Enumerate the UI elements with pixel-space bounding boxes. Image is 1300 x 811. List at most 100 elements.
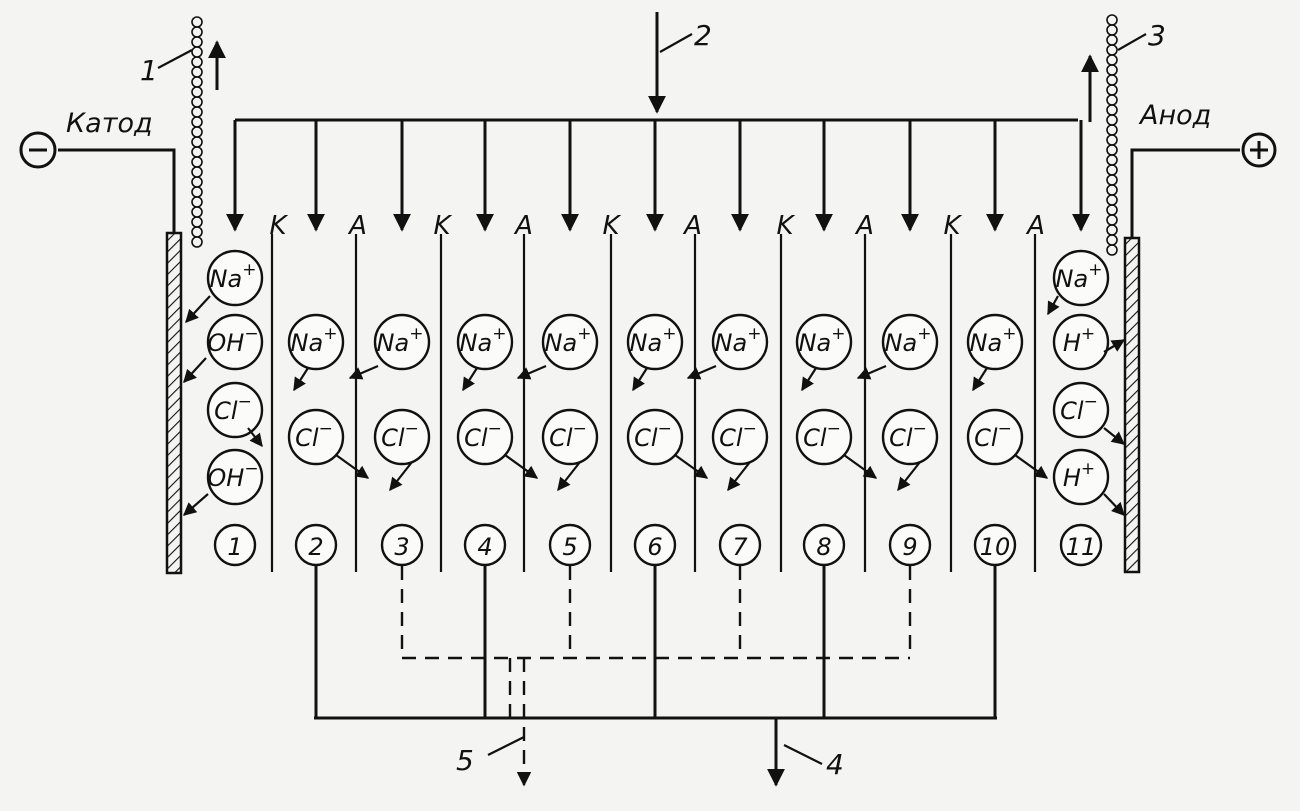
- gas-bubble: [1106, 154, 1118, 166]
- ion-na: Na+: [966, 313, 1024, 371]
- svg-text:OH−: OH−: [207, 324, 258, 357]
- gas-bubble: [1106, 14, 1118, 26]
- callout-line-1: [157, 49, 193, 69]
- ion-migration-arrows: [183, 295, 1126, 516]
- gas-bubble: [1106, 44, 1118, 56]
- ion-na: Na+: [881, 313, 939, 371]
- membranes: [270, 234, 1037, 572]
- svg-text:OH−: OH−: [207, 459, 258, 492]
- ion-cl: Cl−: [373, 408, 431, 466]
- membrane-label: A: [854, 211, 874, 241]
- svg-text:Cl−: Cl−: [549, 419, 587, 452]
- ion-cl: Cl−: [795, 408, 853, 466]
- migration-arrow: [516, 364, 547, 380]
- migration-arrow: [1103, 493, 1125, 516]
- svg-text:Na+: Na+: [210, 260, 257, 293]
- migration-arrow: [247, 427, 263, 448]
- gas-bubble: [1106, 234, 1118, 246]
- gas-bubble: [191, 156, 203, 168]
- svg-text:Cl−: Cl−: [719, 419, 757, 452]
- gas-bubble: [191, 76, 203, 88]
- ion-cl: Cl−: [626, 408, 684, 466]
- migration-arrow: [801, 367, 817, 392]
- membrane-label: K: [943, 211, 962, 241]
- svg-text:1: 1: [227, 533, 242, 561]
- svg-text:Na+: Na+: [460, 324, 507, 357]
- gas-bubble: [1106, 54, 1118, 66]
- migration-arrow: [632, 367, 648, 392]
- svg-text:6: 6: [647, 533, 662, 561]
- gas-bubble: [1106, 164, 1118, 176]
- cathode-label: Катод: [66, 108, 153, 139]
- migration-arrow: [843, 454, 878, 479]
- ion-cl: Cl−: [287, 408, 345, 466]
- chamber-number-6: 6: [633, 523, 677, 567]
- ion-oh: OH−: [206, 313, 264, 371]
- migration-arrow: [335, 454, 370, 479]
- gas-bubble: [1106, 84, 1118, 96]
- svg-text:Cl−: Cl−: [1060, 392, 1098, 425]
- svg-text:9: 9: [902, 533, 917, 561]
- migration-arrow: [183, 357, 207, 383]
- chamber-number-5: 5: [548, 523, 592, 567]
- cathode-plate: [165, 231, 183, 575]
- callout-2: 2: [694, 19, 712, 52]
- ion-na: Na+: [795, 313, 853, 371]
- gas-bubble: [191, 126, 203, 138]
- outlet-piping: [314, 566, 997, 787]
- callout-4: 4: [826, 748, 844, 781]
- gas-bubble: [1106, 224, 1118, 236]
- gas-bubble: [191, 146, 203, 158]
- ion-h: H+: [1052, 448, 1110, 506]
- ions: Na+ OH− Cl− OH− Na+ Cl− Na+ Cl− Na+ Cl− Na+ Cl− Na+ C…: [206, 249, 1110, 506]
- gas-bubble: [1106, 144, 1118, 156]
- svg-text:Cl−: Cl−: [214, 392, 252, 425]
- chamber-number-3: 3: [380, 523, 424, 567]
- membrane-label: K: [269, 211, 288, 241]
- callout-3: 3: [1148, 19, 1166, 52]
- svg-text:Na+: Na+: [799, 324, 846, 357]
- ion-na: Na+: [206, 249, 264, 307]
- gas-bubble: [191, 16, 203, 28]
- migration-arrow: [462, 367, 478, 392]
- svg-text:Na+: Na+: [630, 324, 677, 357]
- membrane-label: K: [602, 211, 621, 241]
- membrane-label: A: [682, 211, 702, 241]
- callout-1: 1: [140, 54, 158, 87]
- gas-bubble: [191, 166, 203, 178]
- membrane-label: A: [1025, 211, 1045, 241]
- gas-bubble: [1106, 104, 1118, 116]
- gas-bubble: [1106, 124, 1118, 136]
- minus-terminal-icon: [19, 131, 57, 169]
- gas-bubble: [1106, 244, 1118, 256]
- plus-terminal-icon: [1241, 132, 1277, 168]
- svg-text:Na+: Na+: [545, 324, 592, 357]
- ion-na: Na+: [287, 313, 345, 371]
- callout-line-4: [783, 744, 823, 765]
- svg-text:2: 2: [308, 533, 323, 561]
- feed-branches: [226, 120, 1090, 232]
- ion-na: Na+: [541, 313, 599, 371]
- svg-text:Na+: Na+: [715, 324, 762, 357]
- migration-arrow: [293, 367, 309, 392]
- gas-bubble: [1106, 204, 1118, 216]
- svg-text:Cl−: Cl−: [634, 419, 672, 452]
- membrane-label: A: [347, 211, 367, 241]
- gas-bubble: [191, 86, 203, 98]
- ion-na: Na+: [373, 313, 431, 371]
- ion-oh: OH−: [206, 448, 264, 506]
- gas-bubble: [191, 46, 203, 58]
- svg-text:5: 5: [562, 533, 577, 561]
- ion-h: H+: [1052, 313, 1110, 371]
- svg-text:Na+: Na+: [291, 324, 338, 357]
- gas-bubble: [1106, 134, 1118, 146]
- svg-text:Cl−: Cl−: [381, 419, 419, 452]
- ion-na: Na+: [626, 313, 684, 371]
- ion-cl: Cl−: [456, 408, 514, 466]
- svg-text:Na+: Na+: [377, 324, 424, 357]
- gas-bubble: [1106, 114, 1118, 126]
- ion-cl: Cl−: [206, 381, 264, 439]
- svg-text:Na+: Na+: [885, 324, 932, 357]
- gas-bubble: [1106, 184, 1118, 196]
